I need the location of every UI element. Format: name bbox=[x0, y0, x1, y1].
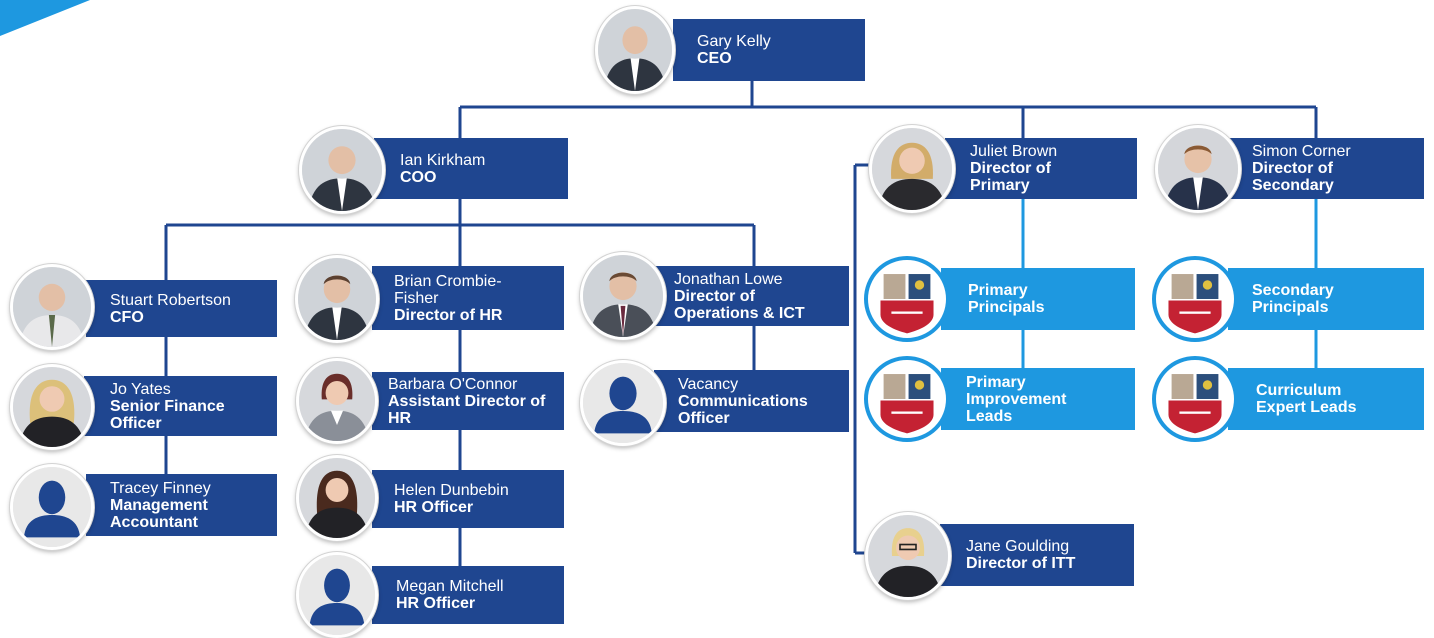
person-role: CFO bbox=[110, 308, 144, 326]
person-photo-icon bbox=[299, 126, 385, 214]
school-crest-icon bbox=[1152, 256, 1238, 342]
person-photo-icon bbox=[296, 455, 378, 541]
person-name: Ian Kirkham bbox=[400, 151, 486, 169]
person-name: Tracey Finney bbox=[110, 479, 211, 497]
person-role: HR Officer bbox=[394, 499, 474, 516]
person-role: Senior Finance Officer bbox=[110, 397, 225, 432]
person-role: Assistant Director of HR bbox=[388, 392, 546, 427]
person-role: Director of Secondary bbox=[1252, 160, 1334, 194]
school-crest-icon bbox=[864, 256, 950, 342]
group-label: Secondary Principals bbox=[1252, 282, 1334, 316]
person-photo-icon bbox=[869, 125, 955, 213]
group-label: Primary Improvement Leads bbox=[966, 373, 1067, 425]
person-name: Vacancy bbox=[678, 375, 739, 393]
person-name: Jane Goulding bbox=[966, 538, 1070, 555]
person-name: Jonathan Lowe bbox=[674, 270, 783, 288]
person-role: CEO bbox=[697, 50, 732, 67]
person-name: Stuart Robertson bbox=[110, 291, 231, 309]
person-role: Director of ITT bbox=[966, 555, 1076, 572]
person-role: Management Accountant bbox=[110, 496, 208, 531]
person-photo-icon bbox=[595, 6, 675, 94]
person-name: Juliet Brown bbox=[970, 143, 1058, 160]
person-photo-icon bbox=[10, 364, 94, 450]
person-name: Helen Dunbebin bbox=[394, 482, 509, 499]
person-silhouette-icon bbox=[10, 464, 94, 550]
person-photo-icon bbox=[295, 255, 379, 343]
school-crest-icon bbox=[1152, 356, 1238, 442]
person-name: Jo Yates bbox=[110, 380, 171, 398]
corner-accent bbox=[0, 0, 90, 36]
person-role: Director of HR bbox=[394, 306, 503, 324]
person-photo-icon bbox=[580, 252, 666, 340]
person-photo-icon bbox=[10, 264, 94, 350]
group-label: Curriculum Expert Leads bbox=[1256, 382, 1357, 416]
person-name: Megan Mitchell bbox=[396, 578, 504, 595]
person-photo-icon bbox=[865, 512, 951, 600]
person-silhouette-icon bbox=[296, 552, 378, 638]
person-silhouette-icon bbox=[580, 360, 666, 446]
person-role: Communications Officer bbox=[678, 392, 808, 427]
person-role: Director of Primary bbox=[970, 160, 1051, 194]
person-name: Gary Kelly bbox=[697, 33, 771, 50]
group-label: Primary Principals bbox=[968, 282, 1045, 316]
school-crest-icon bbox=[864, 356, 950, 442]
person-photo-icon bbox=[1155, 125, 1241, 213]
person-photo-icon bbox=[296, 358, 378, 444]
person-role: COO bbox=[400, 168, 437, 186]
person-name: Brian Crombie-Fisher bbox=[394, 272, 502, 307]
person-role: HR Officer bbox=[396, 595, 476, 612]
person-name: Simon Corner bbox=[1252, 143, 1351, 160]
person-role: Director of Operations & ICT bbox=[674, 287, 805, 322]
person-name: Barbara O'Connor bbox=[388, 375, 518, 393]
